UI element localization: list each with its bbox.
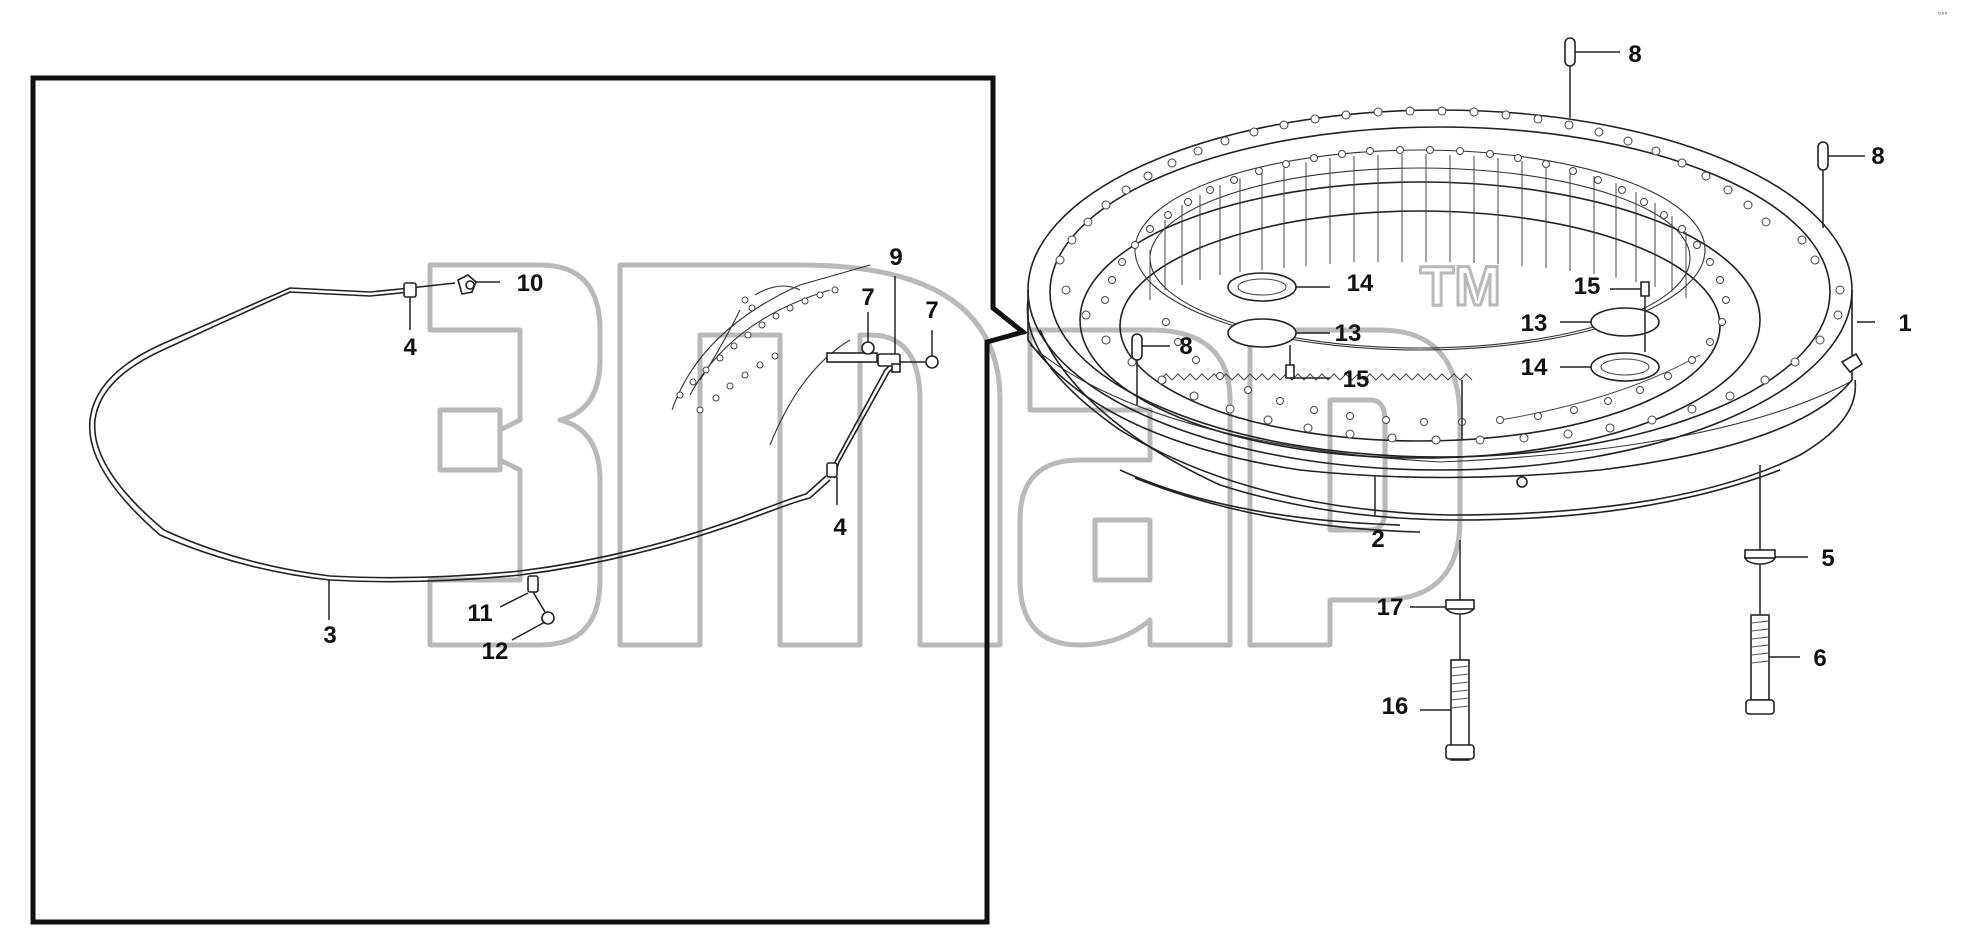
inner-ring-outer: [1079, 181, 1761, 459]
ring-fragment-mid: [689, 289, 831, 396]
seal-plate-14-right-hole: [1600, 358, 1650, 376]
callout-8-top: 8: [1628, 41, 1641, 68]
watermark-trademark: TM: [1420, 254, 1501, 317]
connector-7-left: [861, 341, 875, 355]
outer-ring-bolt-holes: [1055, 106, 1845, 445]
pipe-fitting-4-lower: [826, 462, 838, 478]
bearing-outer-ring-side: [1027, 290, 1853, 479]
callout-14-right: 14: [1521, 354, 1548, 381]
ring-fragment-inner: [769, 339, 851, 446]
callout-10: 10: [517, 270, 544, 297]
gear-teeth-band: [1134, 149, 1706, 351]
bolt-6-thread: [1750, 620, 1770, 664]
bolt-16-thread: [1450, 665, 1470, 709]
callout-17: 17: [1377, 594, 1404, 621]
pipe-clamp-11: [527, 575, 539, 593]
pin-8-right: [1817, 141, 1829, 171]
corner-mark: °°°: [1938, 11, 1948, 20]
lubrication-pipe: [88, 287, 831, 583]
callout-16: 16: [1382, 693, 1409, 720]
grease-nipple-10-head: [465, 280, 475, 290]
callout-7-right: 7: [925, 297, 938, 324]
distributor-nut: [891, 363, 901, 373]
callout-4-lower: 4: [833, 514, 847, 541]
callout-1: 1: [1898, 310, 1911, 337]
callout-8-left: 8: [1179, 333, 1192, 360]
pipe-fitting-4-top: [403, 282, 417, 298]
callout-13-right: 13: [1521, 310, 1548, 337]
ring-fragment-edge: [699, 285, 801, 381]
ring-grease-fitting: [1840, 352, 1864, 374]
pipe-branch-inner: [833, 361, 900, 479]
ring-base-outer: [1026, 299, 1857, 516]
detail-view-frame: [30, 75, 1029, 925]
bolt-16-head: [1445, 744, 1475, 760]
slewing-ring-assembly: [1026, 37, 1864, 761]
connector-7-right: [925, 355, 939, 369]
washer-5-side: [1744, 549, 1776, 559]
callout-9: 9: [889, 244, 902, 271]
bolt-6-shank: [1750, 614, 1770, 701]
callout-11: 11: [467, 600, 492, 627]
distributor-block-9: [877, 353, 901, 367]
inner-ring-bolt-holes: [1101, 146, 1730, 426]
callout-labels: 1 2 3 4 4 5 6 7 7 8 8 8 9 10 11 12 13 13…: [323, 41, 1911, 720]
screw-12: [541, 611, 555, 625]
distributor-stub: [826, 352, 878, 363]
watermark-glyph-3: [427, 262, 603, 648]
callout-3: 3: [323, 622, 336, 649]
ring-fragment-outer: [671, 264, 871, 411]
callout-8-right: 8: [1871, 143, 1884, 170]
callout-12: 12: [482, 638, 509, 665]
detail-view: [88, 264, 939, 625]
bolt-15-right: [1640, 281, 1650, 297]
callout-4-top: 4: [403, 334, 417, 361]
cover-plate-13-left: [1227, 318, 1297, 348]
seal-plate-14-left-hole: [1237, 278, 1287, 296]
bolt-6-head: [1745, 699, 1775, 715]
lubrication-pipe-inner: [93, 291, 827, 579]
callout-15-right: 15: [1574, 273, 1601, 300]
ring-base-inner: [1119, 469, 1421, 533]
pin-8-top: [1564, 37, 1576, 67]
ring-fragment-holes: [676, 286, 839, 414]
bearing-groove: [1029, 344, 1851, 463]
inner-ring-inner: [1119, 210, 1721, 442]
callout-6: 6: [1813, 645, 1826, 672]
bolt-15-left: [1285, 364, 1295, 379]
callout-7-left: 7: [861, 284, 874, 311]
watermark-glyph-m: [617, 262, 1003, 648]
watermark: TM: [427, 253, 1502, 648]
callout-13-left: 13: [1335, 320, 1362, 347]
callout-14-left: 14: [1347, 270, 1374, 297]
pipe-top-segment: [409, 282, 456, 289]
gear-teeth: [1149, 154, 1687, 300]
ring-grease-fitting-nut: [1516, 476, 1528, 488]
pin-8-left: [1131, 333, 1143, 361]
gear-teeth-front: [1159, 354, 1701, 421]
leader-lines: [328, 51, 1875, 711]
ring-base-lower: [1039, 329, 1781, 521]
washer-17-side: [1445, 599, 1475, 610]
watermark-glyph-dash: [437, 407, 503, 473]
callout-15-left: 15: [1343, 366, 1370, 393]
callout-2: 2: [1371, 526, 1384, 553]
screw-12-stem: [532, 591, 546, 613]
cover-plate-13-right: [1590, 307, 1660, 337]
callout-5: 5: [1821, 545, 1834, 572]
watermark-glyph-a: [1017, 327, 1233, 648]
